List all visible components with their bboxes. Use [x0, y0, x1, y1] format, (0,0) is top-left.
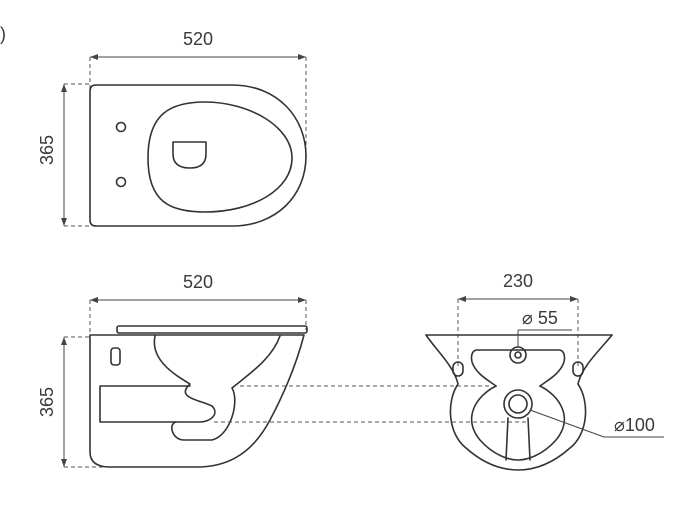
rear-spacing-arrow-left — [458, 296, 466, 302]
rear-outlet-outer — [503, 389, 533, 419]
top-depth-label: 365 — [37, 135, 57, 165]
side-height-label: 365 — [37, 387, 57, 417]
corner-label: ) — [0, 24, 6, 44]
top-flush-hole — [172, 141, 207, 169]
rear-view: 230 ⌀ 55 ⌀100 — [425, 271, 664, 471]
side-width-arrow-left — [90, 297, 98, 303]
rear-spacing-label: 230 — [503, 271, 533, 291]
side-inlet-slot — [110, 347, 121, 366]
top-seat-outline — [147, 101, 293, 213]
rear-inlet-inner — [514, 351, 522, 359]
side-width-arrow-right — [298, 297, 306, 303]
rear-fixing-hole-left — [452, 361, 464, 377]
side-seat — [116, 325, 308, 334]
side-width-label: 520 — [183, 272, 213, 292]
rear-inlet-label: ⌀ 55 — [522, 308, 558, 328]
top-fixing-hole-upper — [115, 121, 127, 133]
top-bowl-outline — [89, 84, 307, 227]
top-view: 520 365 — [37, 29, 307, 227]
top-depth-arrow-top — [61, 84, 67, 92]
rear-spacing-arrow-right — [570, 296, 578, 302]
top-width-arrow-left — [90, 54, 98, 60]
side-view: 520 365 — [37, 272, 308, 468]
side-height-arrow-bottom — [61, 459, 67, 467]
rear-outlet-inner — [508, 394, 528, 414]
rear-fixing-hole-right — [572, 361, 584, 377]
rear-outlet-label: ⌀100 — [614, 415, 655, 435]
rear-inner-bowl — [470, 385, 566, 461]
rear-body-outline — [425, 334, 613, 471]
side-body-outline — [89, 334, 305, 468]
top-width-arrow-right — [298, 54, 306, 60]
top-width-label: 520 — [183, 29, 213, 49]
side-outlet-pipe — [99, 385, 191, 423]
rear-floor-channel — [505, 417, 531, 461]
side-trap-channel — [153, 335, 281, 441]
top-depth-arrow-bottom — [61, 218, 67, 226]
top-fixing-hole-lower — [115, 176, 127, 188]
rear-inner-top — [470, 349, 566, 387]
rear-outlet-leader — [529, 409, 605, 438]
side-height-arrow-top — [61, 337, 67, 345]
